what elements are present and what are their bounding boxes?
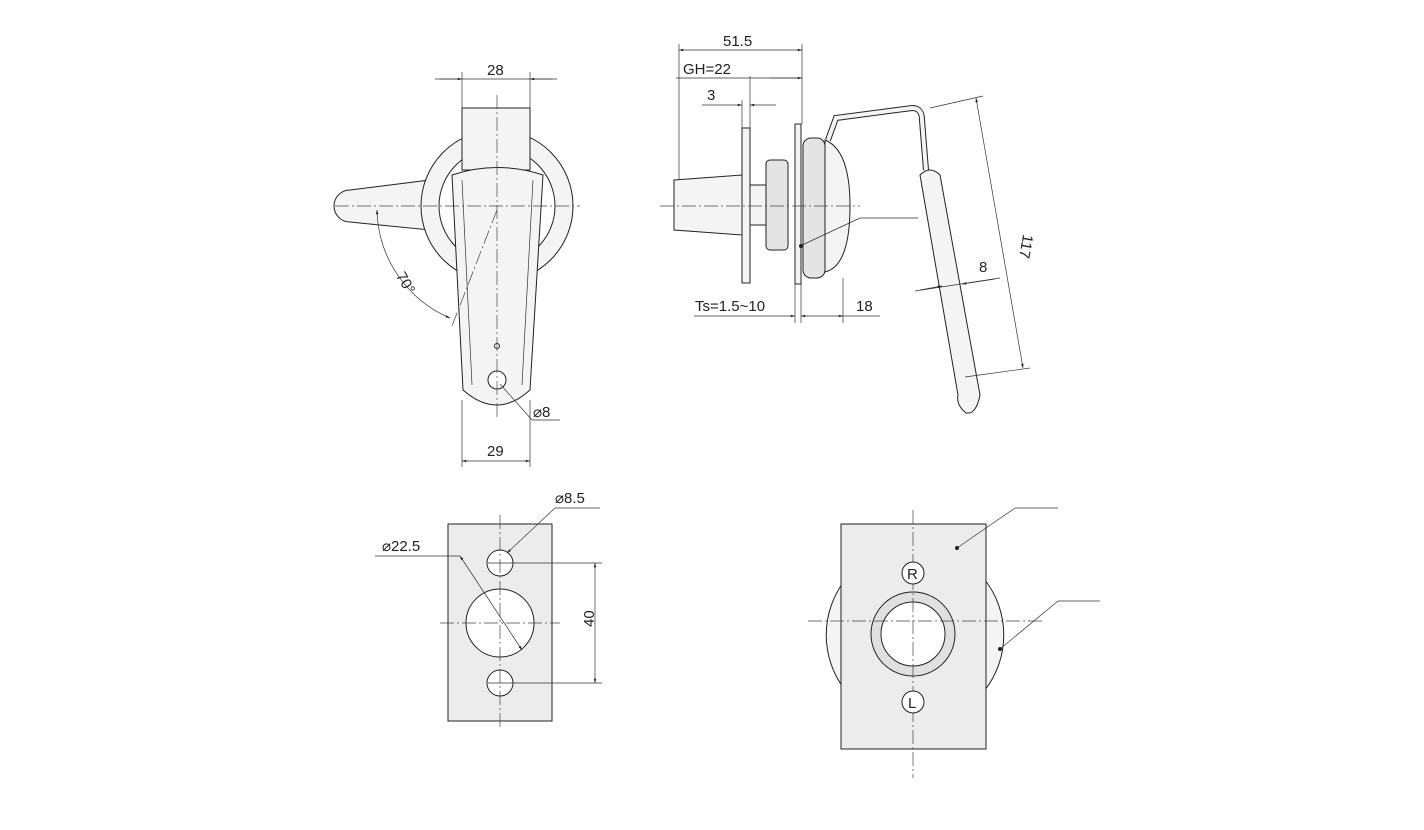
- panel-cutout-view: 40 ⌀8.5 ⌀22.5: [375, 490, 602, 730]
- dim-small-hole-dia: ⌀8.5: [555, 490, 585, 507]
- dim-handle-width: 8: [979, 259, 987, 276]
- panel: [794, 123, 802, 285]
- dim-escutcheon-depth: 18: [856, 298, 873, 315]
- right-mark: R: [907, 566, 918, 583]
- flange: [741, 127, 751, 284]
- dim-large-hole-dia: ⌀22.5: [382, 538, 420, 555]
- dim-hole-spacing: 40: [581, 610, 598, 627]
- dim-overall-length: 51.5: [723, 33, 752, 50]
- lever-handle: [451, 167, 544, 406]
- right-arc: [984, 578, 1005, 692]
- front-view: 28 29 70° ⌀8: [333, 62, 580, 467]
- dim-bottom-width: 29: [487, 443, 504, 460]
- handle-side-arm: [333, 179, 431, 231]
- nut: [765, 159, 789, 251]
- handle-top: [461, 107, 531, 171]
- right-mark-circle: [901, 561, 925, 585]
- dim-top-width: 28: [487, 62, 504, 79]
- handle-lever: [919, 169, 981, 414]
- left-arc: [825, 578, 846, 692]
- dim-panel-thickness: Ts=1.5~10: [695, 298, 765, 315]
- dim-handle-length: 117: [1015, 233, 1036, 260]
- dim-angle: 70°: [392, 269, 418, 297]
- dim-hole-dia: ⌀8: [533, 404, 550, 421]
- dim-grip-height: GH=22: [683, 61, 731, 78]
- rear-view: R L: [808, 507, 1100, 778]
- left-mark: L: [908, 695, 916, 712]
- escutcheon: [802, 137, 826, 279]
- left-mark-circle: [901, 690, 925, 714]
- dim-flange-thickness: 3: [707, 87, 715, 104]
- side-view: 51.5 GH=22 3 Ts=1.5~10 18 8 117: [660, 33, 1036, 414]
- lock-body: [673, 174, 743, 236]
